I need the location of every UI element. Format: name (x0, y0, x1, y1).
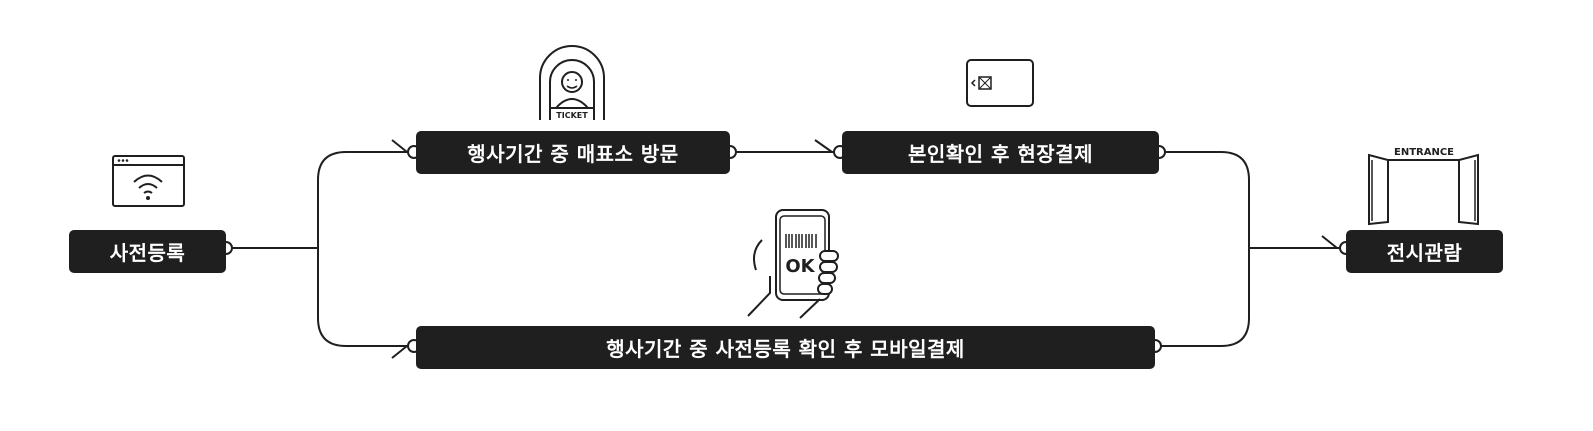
ok-icon-label: OK (785, 256, 815, 277)
step-pre-register-label: 사전등록 (109, 241, 186, 265)
ticket-booth-icon (539, 45, 605, 120)
entrance-gate-icon (1368, 153, 1479, 226)
step-exhibition-label: 전시관람 (1386, 241, 1463, 265)
connector-upper-branch (317, 151, 412, 248)
step-onsite-payment-label: 본인확인 후 현장결제 (907, 142, 1094, 166)
connector-lower-branch (317, 248, 412, 347)
step-booth-visit-label: 행사기간 중 매표소 방문 (467, 142, 679, 166)
step-mobile-payment: 행사기간 중 사전등록 확인 후 모바일결제 (416, 326, 1155, 369)
step-exhibition: 전시관람 (1346, 230, 1503, 273)
ticket-icon-label: TICKET (556, 111, 588, 120)
browser-wifi-icon (112, 155, 185, 207)
phone-barcode-ok-icon (747, 209, 839, 319)
step-pre-register: 사전등록 (69, 230, 226, 273)
card-icon (966, 59, 1034, 107)
arrow-head-lower (391, 345, 408, 359)
step-booth-visit: 행사기간 중 매표소 방문 (416, 131, 730, 174)
step-onsite-payment: 본인확인 후 현장결제 (842, 131, 1159, 174)
step-mobile-payment-label: 행사기간 중 사전등록 확인 후 모바일결제 (606, 337, 965, 361)
entrance-icon-label: ENTRANCE (1394, 147, 1454, 158)
arrow-head-upper (391, 139, 408, 153)
connector-mobile-merge (1157, 248, 1250, 347)
arrow-head-end (1321, 235, 1338, 249)
connector-onsite-merge (1162, 151, 1250, 248)
arrow-head-onsite (814, 139, 833, 153)
